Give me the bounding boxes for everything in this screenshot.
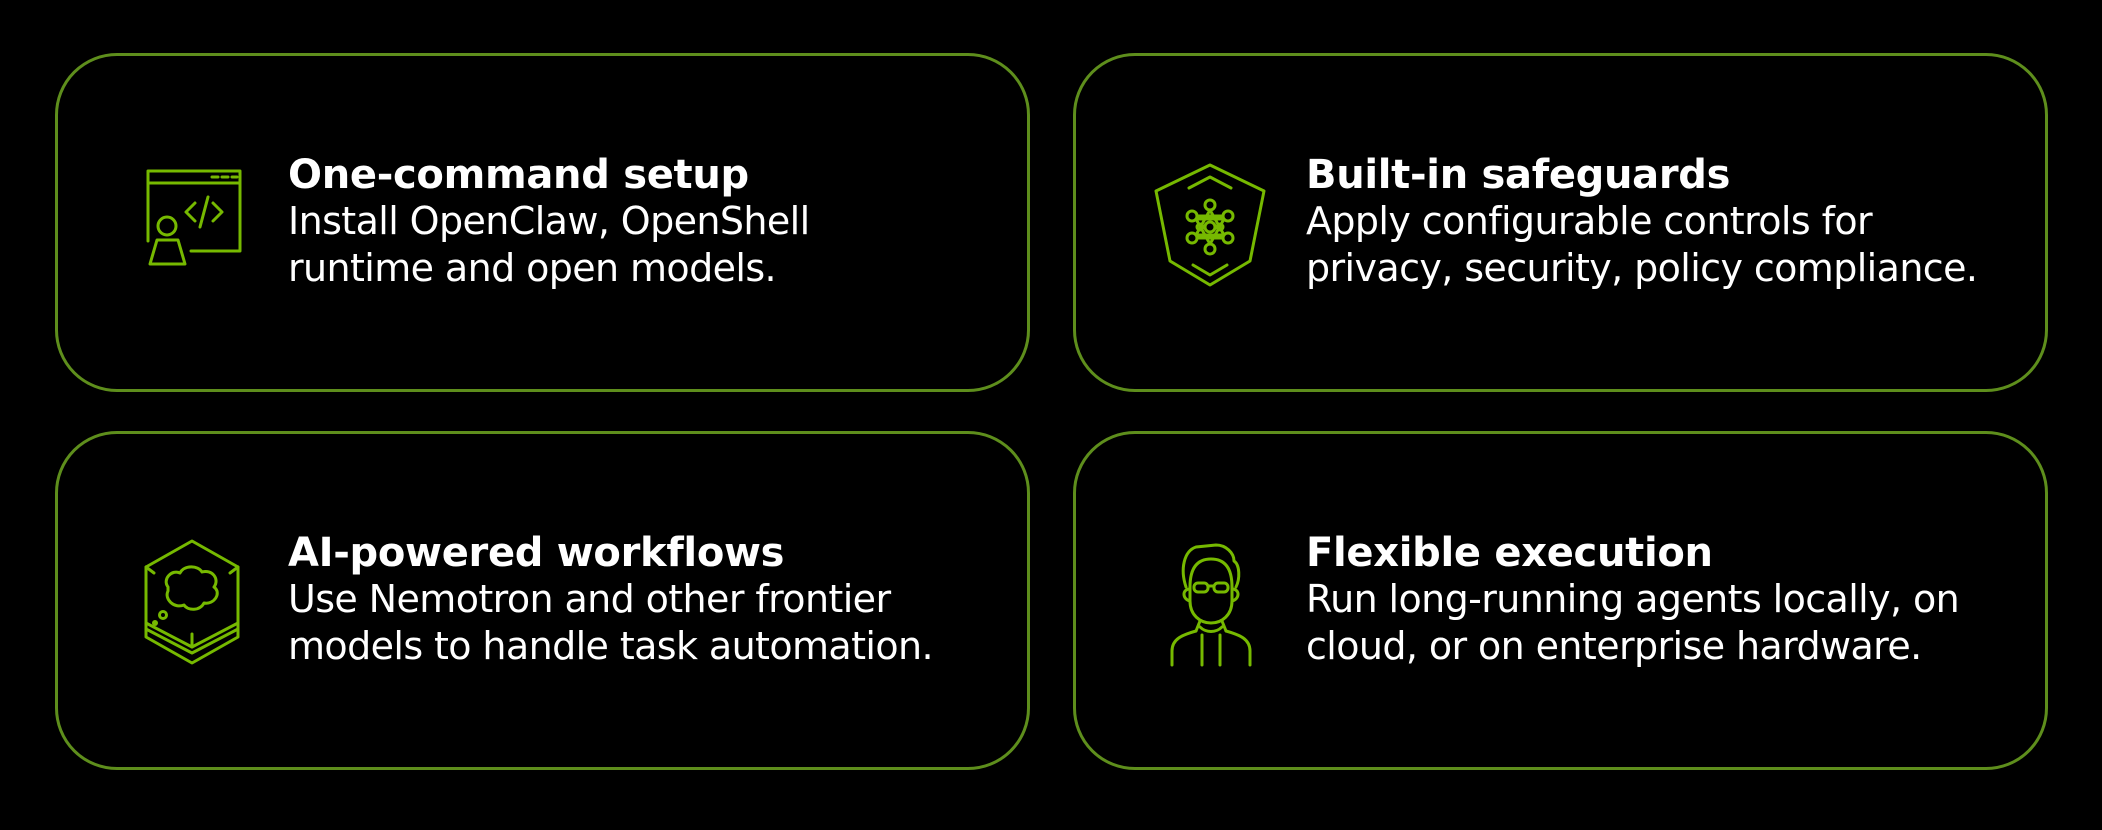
card-description: Use Nemotron and other frontier models t… (288, 576, 1018, 670)
card-description-line: models to handle task automation. (288, 624, 934, 668)
card-description-line: privacy, security, policy compliance. (1306, 246, 1978, 290)
card-description-line: Use Nemotron and other frontier (288, 577, 891, 621)
card-description: Run long-running agents locally, on clou… (1306, 576, 2036, 670)
feature-card-ai-powered-workflows: AI-powered workflows Use Nemotron and ot… (55, 431, 1030, 770)
card-description: Install OpenClaw, OpenShell runtime and … (288, 198, 1018, 292)
feature-card-one-command-setup: One-command setup Install OpenClaw, Open… (55, 53, 1030, 392)
card-title: Built-in safeguards (1306, 152, 1731, 198)
hexagon-thought-cloud-icon (138, 539, 248, 669)
developer-code-screen-icon (138, 161, 248, 291)
card-description-line: cloud, or on enterprise hardware. (1306, 624, 1922, 668)
person-with-glasses-icon (1156, 539, 1266, 669)
card-description-line: runtime and open models. (288, 246, 777, 290)
card-description-line: Run long-running agents locally, on (1306, 577, 1960, 621)
card-title: Flexible execution (1306, 530, 1713, 576)
card-title: AI-powered workflows (288, 530, 785, 576)
card-title: One-command setup (288, 152, 749, 198)
feature-card-built-in-safeguards: Built-in safeguards Apply configurable c… (1073, 53, 2048, 392)
feature-card-flexible-execution: Flexible execution Run long-running agen… (1073, 431, 2048, 770)
card-description-line: Apply configurable controls for (1306, 199, 1873, 243)
shield-network-icon (1154, 161, 1266, 291)
card-description: Apply configurable controls for privacy,… (1306, 198, 2036, 292)
card-description-line: Install OpenClaw, OpenShell (288, 199, 810, 243)
